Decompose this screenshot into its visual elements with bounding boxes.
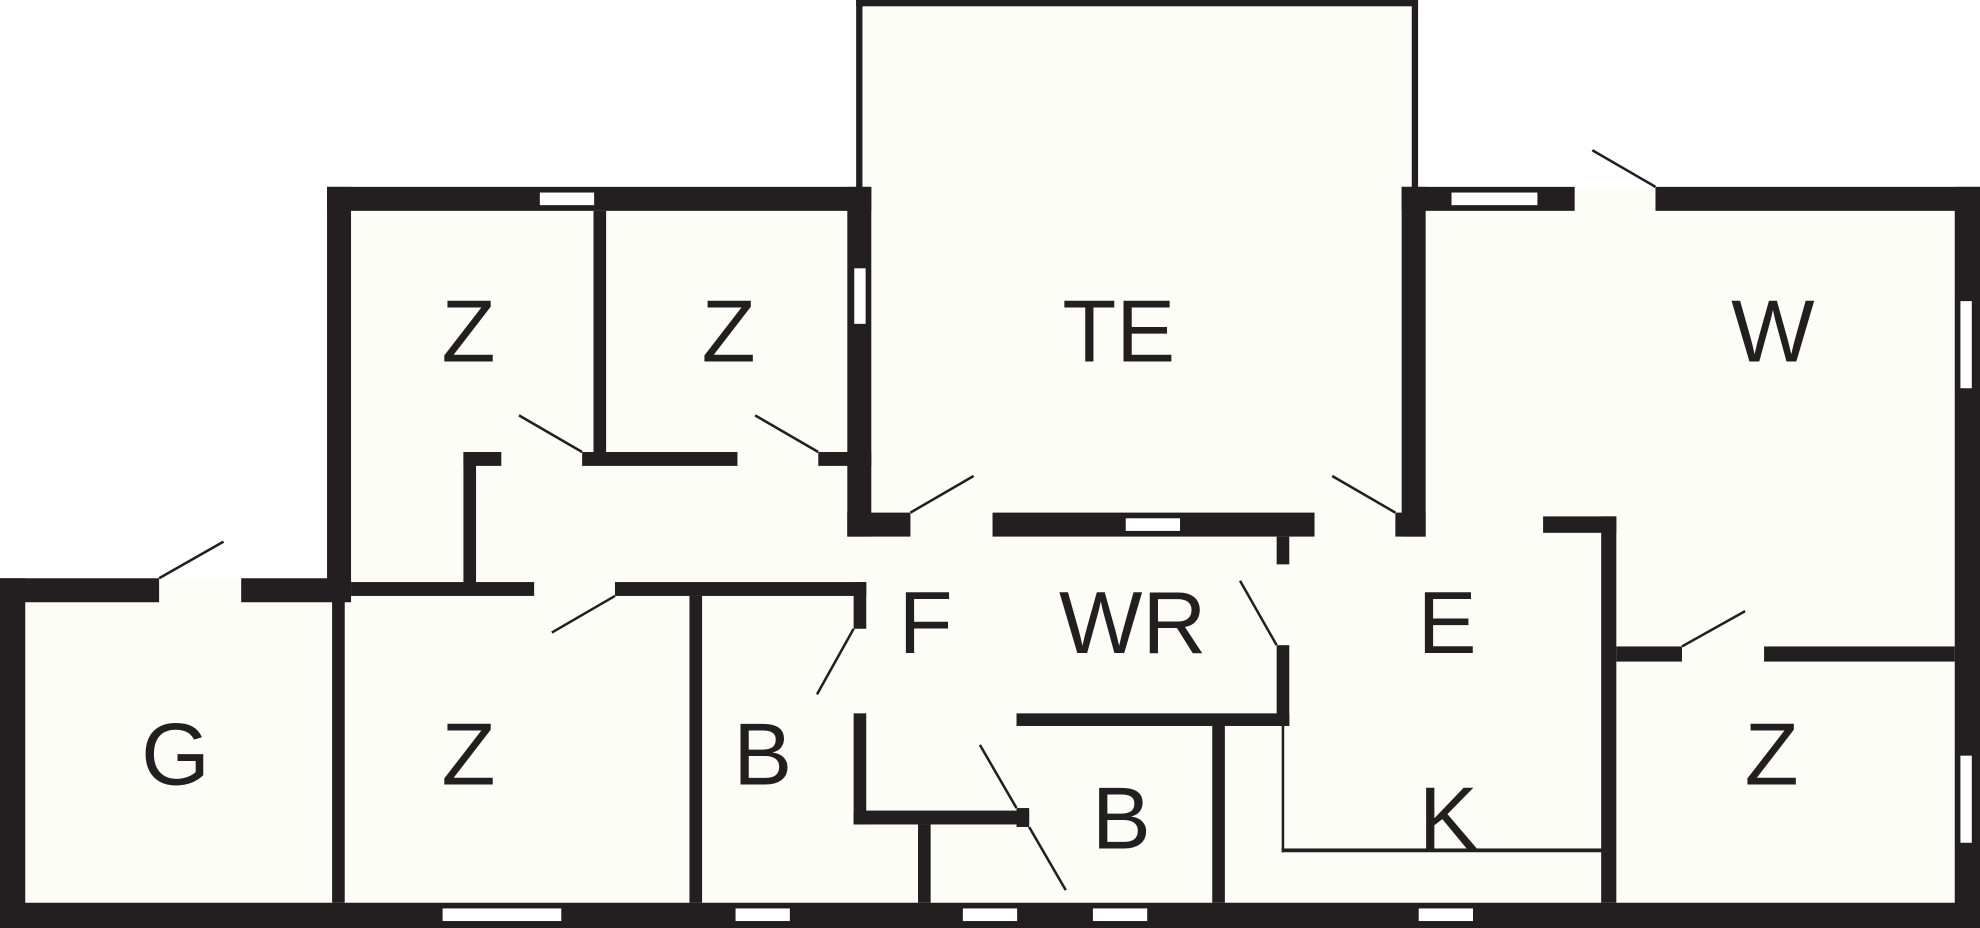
room-label-z3: Z bbox=[441, 704, 495, 803]
terrace-outline bbox=[856, 0, 1419, 190]
room-label-z2: Z bbox=[702, 281, 756, 380]
room-label-g: G bbox=[141, 704, 210, 803]
room-label-z4: Z bbox=[1745, 704, 1799, 803]
windows bbox=[441, 191, 1974, 923]
room-label-w: W bbox=[1731, 281, 1815, 380]
room-label-f: F bbox=[899, 573, 953, 672]
room-label-b1: B bbox=[733, 704, 792, 803]
room-label-k: K bbox=[1419, 769, 1478, 868]
room-label-e: E bbox=[1418, 573, 1477, 672]
room-label-z1: Z bbox=[441, 281, 495, 380]
room-label-b2: B bbox=[1092, 769, 1151, 868]
room-label-wr: WR bbox=[1059, 573, 1206, 672]
door-swings bbox=[158, 149, 1746, 891]
room-label-te: TE bbox=[1062, 281, 1175, 380]
